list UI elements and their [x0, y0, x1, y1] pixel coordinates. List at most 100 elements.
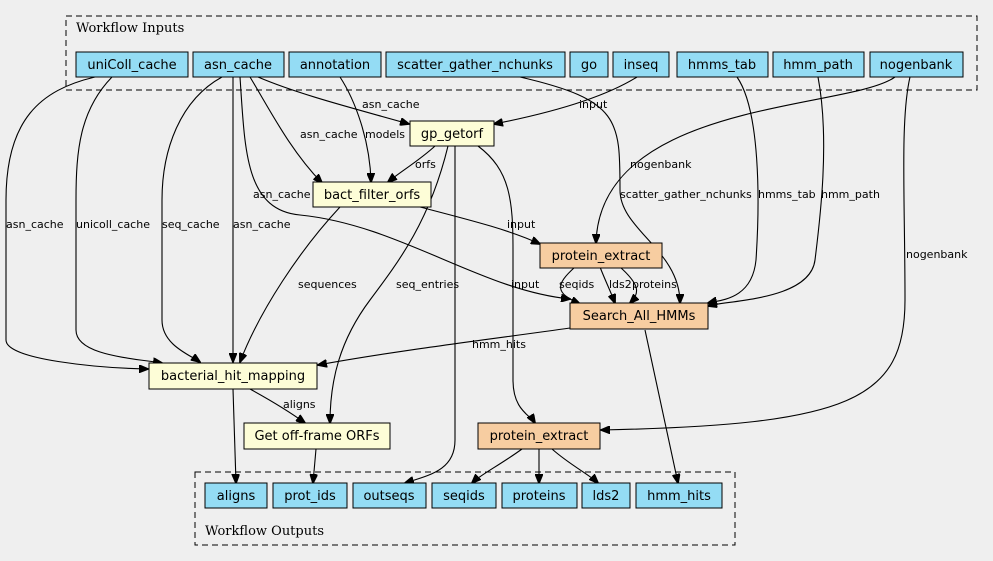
output-node-seqids[interactable]: seqids	[431, 482, 497, 509]
node-label: Get off-frame ORFs	[254, 429, 379, 444]
edge-label: nogenbank	[630, 158, 692, 171]
node-label: bact_filter_orfs	[324, 188, 421, 203]
edge-label: seq_entries	[396, 278, 459, 291]
edge-label: hmm_hits	[472, 338, 526, 351]
input-node-nogenbank[interactable]: nogenbank	[869, 51, 964, 78]
edge-label: seqids	[559, 278, 595, 291]
edge-asn-to-getorf	[257, 76, 409, 124]
input-nodes: uniColl_cache asn_cache annotation scatt…	[75, 51, 964, 78]
node-label: hmms_tab	[688, 58, 756, 73]
step-nodes: gp_getorf bact_filter_orfs protein_extra…	[148, 120, 709, 450]
edge-unicoll-to-mapping-left	[5, 76, 148, 369]
edge-label: asn_cache	[233, 218, 291, 231]
edge-label: models	[365, 128, 405, 141]
step-node-bacterial-hit-mapping[interactable]: bacterial_hit_mapping	[148, 362, 318, 390]
output-node-proteins[interactable]: proteins	[501, 482, 578, 509]
edge-label: input	[507, 218, 536, 231]
edge-label: input	[579, 98, 608, 111]
edge-label: hmm_path	[821, 188, 880, 201]
input-node-hmm-path[interactable]: hmm_path	[772, 51, 865, 78]
node-label: seqids	[443, 489, 485, 504]
edge-mapping-to-aligns	[233, 388, 236, 483]
edge-pe1-to-hmms-lds2	[599, 266, 615, 303]
edges	[5, 76, 911, 483]
node-label: prot_ids	[284, 489, 336, 504]
node-label: protein_extract	[552, 249, 651, 264]
workflow-inputs-cluster: Workflow Inputs	[65, 15, 978, 91]
edge-asn-to-filter	[249, 76, 322, 183]
edge-label: hmms_tab	[758, 188, 816, 201]
input-node-unicoll-cache[interactable]: uniColl_cache	[75, 51, 189, 78]
input-node-asn-cache[interactable]: asn_cache	[192, 51, 285, 78]
step-node-search-all-hmms[interactable]: Search_All_HMMs	[569, 302, 709, 330]
input-node-annotation[interactable]: annotation	[288, 51, 382, 78]
node-label: nogenbank	[880, 58, 953, 73]
output-node-hmm-hits[interactable]: hmm_hits	[635, 482, 723, 509]
workflow-inputs-label: Workflow Inputs	[76, 21, 184, 36]
output-node-lds2[interactable]: lds2	[581, 482, 631, 509]
edge-scatter-to-hmms	[519, 76, 680, 303]
output-node-aligns[interactable]: aligns	[204, 482, 268, 509]
step-node-get-off-frame-orfs[interactable]: Get off-frame ORFs	[243, 422, 391, 450]
node-label: hmm_path	[783, 58, 853, 73]
node-label: scatter_gather_nchunks	[397, 58, 553, 73]
edge-label: unicoll_cache	[76, 218, 150, 231]
edge-annotation-to-filter	[339, 76, 371, 182]
edge-pe1-to-hmms-seqids	[560, 266, 580, 304]
edge-label: asn_cache	[362, 98, 420, 111]
input-node-scatter-gather-nchunks[interactable]: scatter_gather_nchunks	[385, 51, 566, 78]
edge-inseq-to-getorf	[494, 76, 638, 124]
edge-asn-to-hmms	[239, 76, 570, 299]
edge-getorf-to-pe2	[477, 145, 535, 423]
node-label: asn_cache	[204, 58, 272, 73]
output-node-prot-ids[interactable]: prot_ids	[272, 482, 348, 509]
edge-getorf-to-outseqs	[405, 146, 456, 483]
node-label: gp_getorf	[421, 127, 484, 142]
edge-pe2-to-seqids	[472, 448, 523, 483]
input-node-hmms-tab[interactable]: hmms_tab	[676, 51, 769, 78]
edge-label: asn_cache	[253, 188, 311, 201]
edge-label: aligns	[283, 398, 316, 411]
node-label: lds2	[593, 489, 620, 504]
edge-label: asn_cache	[300, 128, 358, 141]
step-node-bact-filter-orfs[interactable]: bact_filter_orfs	[312, 181, 432, 208]
edge-asn-to-mapping-seqcache	[161, 76, 223, 362]
edge-unicoll-to-mapping	[75, 76, 162, 363]
node-label: annotation	[300, 58, 370, 73]
edge-label: nogenbank	[906, 248, 968, 261]
workflow-outputs-cluster: Workflow Outputs	[194, 471, 736, 546]
edge-getorf-to-filter	[388, 145, 436, 182]
input-node-go[interactable]: go	[569, 51, 609, 78]
node-label: bacterial_hit_mapping	[161, 369, 305, 384]
edge-hmmpath-to-hmms	[708, 76, 825, 306]
edge-label: scatter_gather_nchunks	[620, 188, 752, 201]
edge-offframe-to-protids	[313, 448, 316, 483]
edge-hmms-to-hmmhits	[644, 329, 678, 483]
step-node-protein-extract-1[interactable]: protein_extract	[539, 242, 663, 269]
workflow-outputs-label: Workflow Outputs	[205, 524, 324, 539]
node-label: protein_extract	[490, 429, 589, 444]
node-label: outseqs	[363, 489, 414, 504]
edge-pe2-to-lds2	[551, 448, 598, 483]
edge-label: input	[511, 278, 540, 291]
node-label: aligns	[217, 489, 256, 504]
edge-label: orfs	[415, 158, 436, 171]
edge-hmmstab-to-hmms	[708, 76, 759, 303]
edge-label: sequences	[298, 278, 357, 291]
step-node-gp-getorf[interactable]: gp_getorf	[409, 120, 495, 147]
node-label: uniColl_cache	[87, 58, 176, 73]
edge-label: seq_cache	[162, 218, 220, 231]
edge-filter-to-mapping	[240, 206, 341, 362]
edge-labels: asn_cache asn_cache models input orfs no…	[6, 98, 968, 411]
node-label: hmm_hits	[647, 489, 711, 504]
node-label: go	[581, 58, 597, 73]
step-node-protein-extract-2[interactable]: protein_extract	[477, 422, 601, 450]
input-node-inseq[interactable]: inseq	[612, 51, 670, 78]
edge-label: proteins	[632, 278, 677, 291]
output-node-outseqs[interactable]: outseqs	[352, 482, 427, 509]
edge-mapping-to-offframe	[249, 388, 305, 423]
edge-nogenbank-to-pe1	[596, 76, 896, 243]
edge-filter-to-pe1	[419, 206, 540, 244]
edge-hmms-to-mapping	[318, 327, 571, 365]
node-label: proteins	[513, 489, 566, 504]
